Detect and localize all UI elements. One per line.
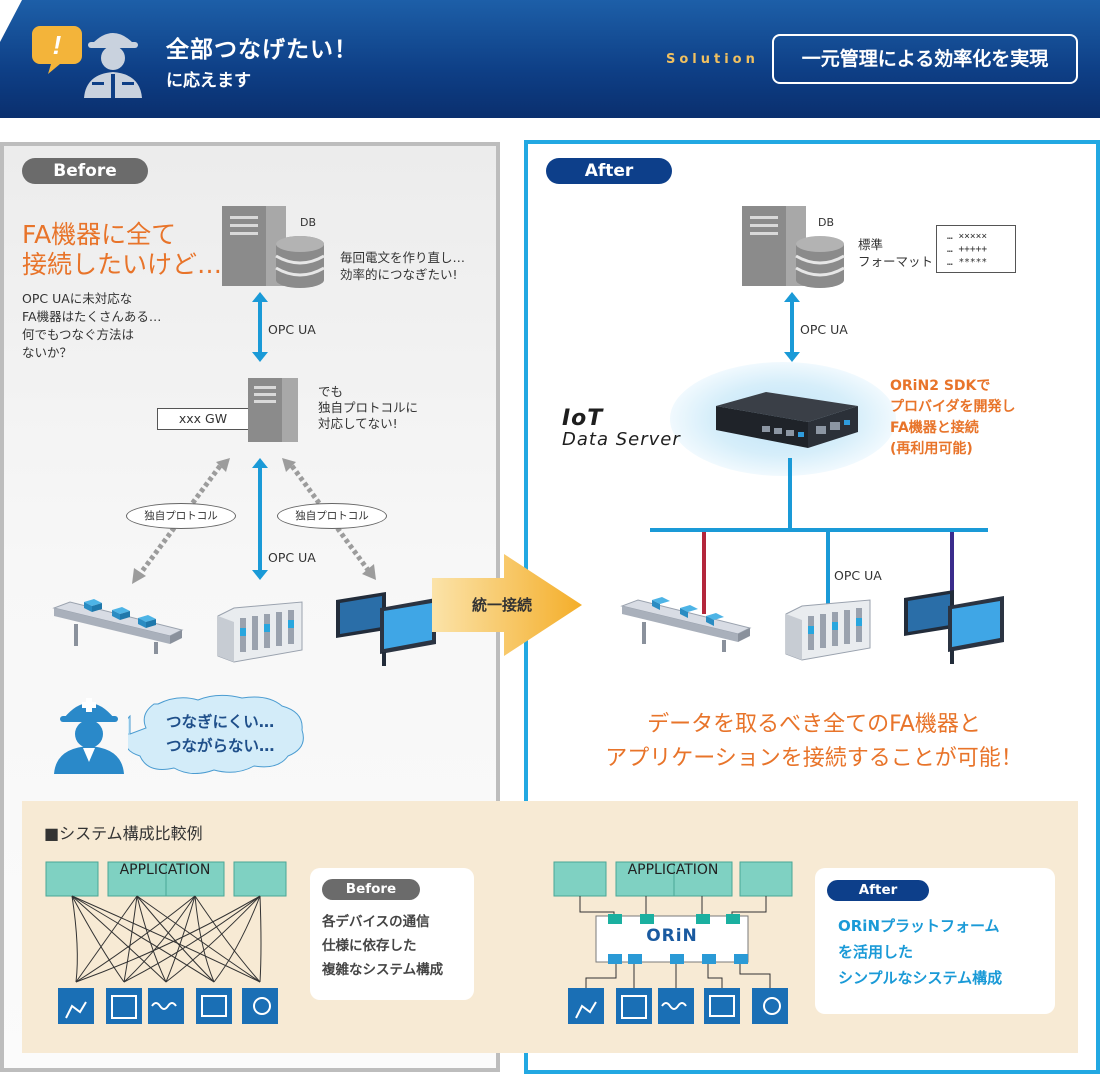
before-connection-arrows (252, 292, 268, 580)
before-opc-bottom: OPC UA (268, 550, 316, 565)
database-server-icon (222, 206, 325, 288)
format-label-line: 標準 (858, 237, 884, 252)
before-headline-2: 接続したいけど… (22, 250, 223, 279)
result-line: アプリケーションを接続することが可能！ (605, 746, 1023, 771)
after-summary-line: を活用した (838, 943, 914, 961)
alert-icon: ! (32, 26, 82, 74)
after-db-label: DB (818, 216, 835, 229)
after-orin-diagram (553, 861, 793, 1024)
format-row: … ××××× (947, 231, 988, 242)
result-line: データを取るべき全てのFA機器と (647, 712, 981, 737)
orin-logo: ORiN (646, 926, 698, 946)
conveyor-icon (52, 599, 184, 654)
worried-worker-icon (54, 698, 124, 774)
after-opc-top: OPC UA (800, 322, 848, 337)
before-desc-line: FA機器はたくさんある… (22, 309, 162, 324)
before-tag: Before (22, 158, 148, 184)
header-title: 全部つなげたい！ (166, 37, 358, 63)
format-label-line: フォーマット (858, 254, 934, 269)
before-mesh-diagram (45, 861, 287, 1024)
header-subtitle: に応えます (166, 71, 251, 91)
protocol-label-right: 独自プロトコル (277, 503, 387, 529)
header-notch (0, 0, 22, 42)
format-row: … ***** (947, 257, 988, 268)
after-opc-mid: OPC UA (834, 568, 882, 583)
gateway-note-line: 独自プロトコルに (318, 400, 419, 415)
before-app-label: APPLICATION (40, 862, 290, 878)
gateway-note: でも 独自プロトコルに 対応してない! (318, 384, 418, 432)
format-row: … +++++ (947, 244, 988, 255)
after-tag: After (546, 158, 672, 184)
after-result-message: データを取るべき全てのFA機器と アプリケーションを接続することが可能！ (544, 708, 1084, 776)
after-opc-arrow (784, 292, 800, 362)
speech-bubble (128, 694, 304, 774)
bubble-text: つなぎにくい… つながらない… (166, 710, 275, 758)
before-summary-line: 各デバイスの通信 (322, 914, 430, 930)
iot-server-icon (716, 392, 858, 448)
iot-label-line2: Data Server (562, 429, 681, 450)
after-summary-tag: After (827, 880, 929, 901)
before-desc-line: ないか？ (22, 345, 73, 360)
solution-box: 一元管理による効率化を実現 (772, 34, 1078, 84)
after-conveyor-icon (620, 597, 752, 652)
gateway-server-icon (248, 378, 298, 442)
db-note-line: 毎回電文を作り直し… (340, 250, 466, 265)
iot-label-line1: IoT (562, 406, 604, 431)
orin-note-line: プロバイダを開発し (890, 399, 1016, 415)
protocol-label-left: 独自プロトコル (126, 503, 236, 529)
gateway-note-line: 対応してない! (318, 416, 398, 431)
svg-text:!: ! (53, 30, 62, 60)
after-database-server-icon (742, 206, 845, 288)
gateway-note-line: でも (318, 384, 344, 399)
before-summary-text: 各デバイスの通信 仕様に依存した 複雑なシステム構成 (322, 910, 443, 982)
after-summary-line: ORiNプラットフォーム (838, 917, 1000, 935)
before-db-note: 毎回電文を作り直し… 効率的につなぎたい! (340, 249, 465, 283)
after-bus-lines (650, 458, 988, 614)
bubble-line: つなぎにくい… (166, 713, 275, 731)
orin-note-line: FA機器と接続 (890, 420, 979, 436)
application-label: APPLICATION (119, 862, 211, 878)
after-app-label: APPLICATION (552, 862, 794, 878)
orin-note-line: ORiN2 SDKで (890, 378, 991, 394)
before-summary-line: 仕様に依存した (322, 938, 417, 954)
header-banner (0, 0, 1100, 118)
standard-format-label: 標準 フォーマット (858, 236, 933, 270)
comparison-title: ■システム構成比較例 (44, 824, 203, 843)
after-plc-icon (785, 599, 871, 661)
after-summary-text: ORiNプラットフォーム を活用した シンプルなシステム構成 (838, 913, 1002, 991)
before-db-label: DB (300, 216, 317, 229)
orin-note: ORiN2 SDKで プロバイダを開発し FA機器と接続 (再利用可能) (890, 376, 1015, 460)
before-description: OPC UAに未対応な FA機器はたくさんある… 何でもつなぐ方法は ないか？ (22, 290, 161, 362)
unified-connection-label: 統一接続 (472, 596, 533, 614)
plc-icon (217, 601, 303, 663)
monitor-icon (336, 592, 436, 666)
before-desc-line: OPC UAに未対応な (22, 291, 133, 306)
orin-note-line: (再利用可能) (890, 441, 973, 457)
worker-icon (84, 33, 142, 98)
format-sample-box: … ××××× … +++++ … ***** (936, 225, 1016, 273)
after-application-label: APPLICATION (627, 862, 719, 878)
gateway-label: xxx GW (157, 408, 249, 430)
after-monitor-icon (904, 590, 1004, 664)
after-summary-line: シンプルなシステム構成 (838, 969, 1003, 987)
bubble-line: つながらない… (166, 737, 275, 755)
before-desc-line: 何でもつなぐ方法は (22, 327, 135, 342)
before-headline-1: FA機器に全て (22, 220, 177, 249)
db-note-line: 効率的につなぎたい! (340, 267, 458, 282)
before-summary-tag: Before (322, 879, 420, 900)
solution-label: Solution (666, 52, 759, 67)
before-summary-line: 複雑なシステム構成 (322, 962, 444, 978)
before-opc-top: OPC UA (268, 322, 316, 337)
unified-connection-arrow (432, 554, 582, 656)
